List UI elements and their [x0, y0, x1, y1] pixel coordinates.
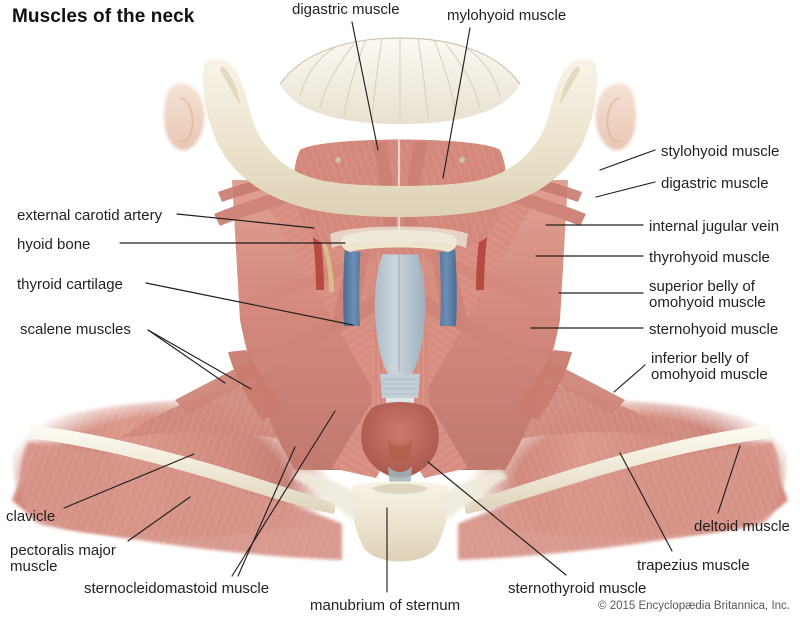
- mandible-notch-right: [560, 66, 580, 104]
- label-thyroid-cartilage: thyroid cartilage: [17, 276, 123, 293]
- label-digastric-muscle-right: digastric muscle: [661, 175, 769, 192]
- label-trapezius-muscle: trapezius muscle: [637, 557, 750, 574]
- label-stylohyoid-muscle: stylohyoid muscle: [661, 143, 780, 160]
- label-hyoid-bone: hyoid bone: [17, 236, 91, 253]
- hyoid-tendon-fan: [330, 226, 468, 248]
- mandible-notch-left: [220, 66, 240, 104]
- manubrium-of-sternum: [350, 481, 450, 562]
- label-superior-belly-of-omohyoid-muscle: superior belly of omohyoid muscle: [649, 278, 766, 311]
- label-clavicle: clavicle: [6, 508, 56, 525]
- copyright-notice: © 2015 Encyclopædia Britannica, Inc.: [598, 600, 790, 612]
- label-scalene-muscles: scalene muscles: [20, 321, 131, 338]
- sternal-notch: [372, 483, 428, 494]
- label-sternohyoid-muscle: sternohyoid muscle: [649, 321, 779, 338]
- label-inferior-belly-of-omohyoid-muscle: inferior belly of omohyoid muscle: [651, 350, 768, 383]
- label-mylohyoid-muscle: mylohyoid muscle: [447, 7, 567, 24]
- mandible: [202, 58, 598, 217]
- label-deltoid-muscle: deltoid muscle: [694, 518, 790, 535]
- label-manubrium-of-sternum: manubrium of sternum: [310, 597, 461, 614]
- thyroid-cartilage: [374, 240, 426, 374]
- label-sternocleidomastoid-muscle: sternocleidomastoid muscle: [84, 580, 270, 597]
- page-title: Muscles of the neck: [12, 6, 195, 27]
- mental-foramen-left: [335, 157, 341, 163]
- cricoid-cartilage: [380, 374, 420, 398]
- label-digastric-muscle-top: digastric muscle: [292, 1, 400, 18]
- trachea: [382, 378, 418, 395]
- thyroid-gland: [361, 402, 439, 478]
- label-sternothyroid-muscle: sternothyroid muscle: [508, 580, 647, 597]
- label-thyrohyoid-muscle: thyrohyoid muscle: [649, 249, 770, 266]
- label-internal-jugular-vein: internal jugular vein: [649, 218, 780, 235]
- thyroid-isthmus: [388, 440, 412, 462]
- label-pectoralis-major-muscle: pectoralis major muscle: [10, 542, 116, 575]
- ear-left: [164, 83, 205, 151]
- mental-foramen-right: [459, 157, 465, 163]
- carotid-branch-yellow: [318, 230, 334, 292]
- scalene-muscles-right: [512, 350, 572, 420]
- ear-right: [595, 83, 636, 151]
- label-external-carotid-artery: external carotid artery: [17, 207, 163, 224]
